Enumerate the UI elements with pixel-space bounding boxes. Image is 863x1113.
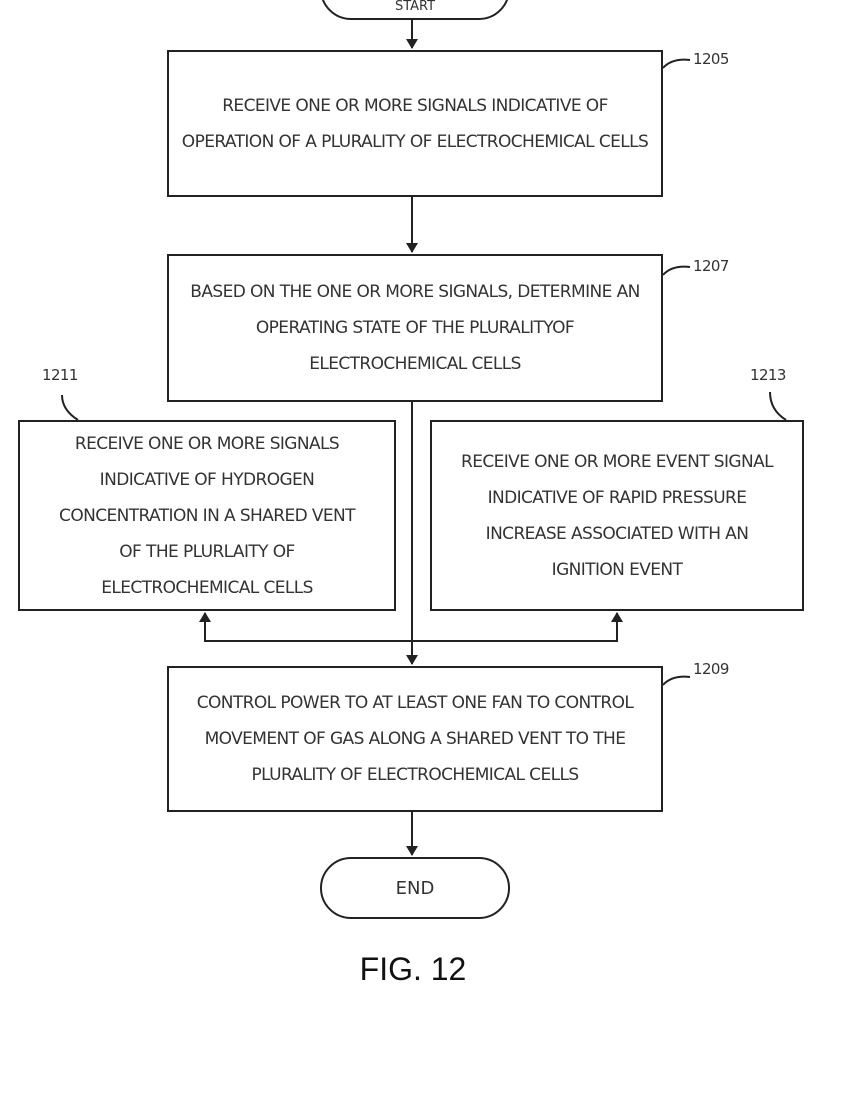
step-text-1209: CONTROL POWER TO AT LEAST ONE FAN TO CON… (197, 685, 634, 793)
step-box-1209: CONTROL POWER TO AT LEAST ONE FAN TO CON… (167, 666, 663, 812)
step-box-1211: RECEIVE ONE OR MORE SIGNALS INDICATIVE O… (18, 420, 396, 611)
start-label: START (395, 0, 435, 14)
leader-1207 (663, 267, 690, 275)
figure-caption: FIG. 12 (0, 951, 826, 988)
step-box-1213: RECEIVE ONE OR MORE EVENT SIGNAL INDICAT… (430, 420, 804, 611)
step-text-1213: RECEIVE ONE OR MORE EVENT SIGNAL INDICAT… (461, 444, 773, 588)
start-terminator: START (320, 0, 510, 20)
ref-1213: 1213 (750, 366, 786, 384)
step-text-1211: RECEIVE ONE OR MORE SIGNALS INDICATIVE O… (59, 426, 355, 606)
ref-1207: 1207 (693, 257, 729, 275)
ref-1209: 1209 (693, 660, 729, 678)
end-terminator: END (320, 857, 510, 919)
leader-1209 (663, 677, 690, 685)
step-box-1207: BASED ON THE ONE OR MORE SIGNALS, DETERM… (167, 254, 663, 402)
leader-1213 (770, 392, 786, 420)
ref-1211: 1211 (42, 366, 78, 384)
step-text-1207: BASED ON THE ONE OR MORE SIGNALS, DETERM… (190, 274, 639, 382)
end-label: END (396, 878, 435, 899)
step-box-1205: RECEIVE ONE OR MORE SIGNALS INDICATIVE O… (167, 50, 663, 197)
arrow-branch-to-1211 (205, 613, 412, 641)
leader-1211 (62, 395, 78, 420)
arrow-branch-to-1213 (412, 613, 617, 641)
ref-1205: 1205 (693, 50, 729, 68)
leader-1205 (663, 60, 690, 68)
step-text-1205: RECEIVE ONE OR MORE SIGNALS INDICATIVE O… (182, 88, 648, 160)
